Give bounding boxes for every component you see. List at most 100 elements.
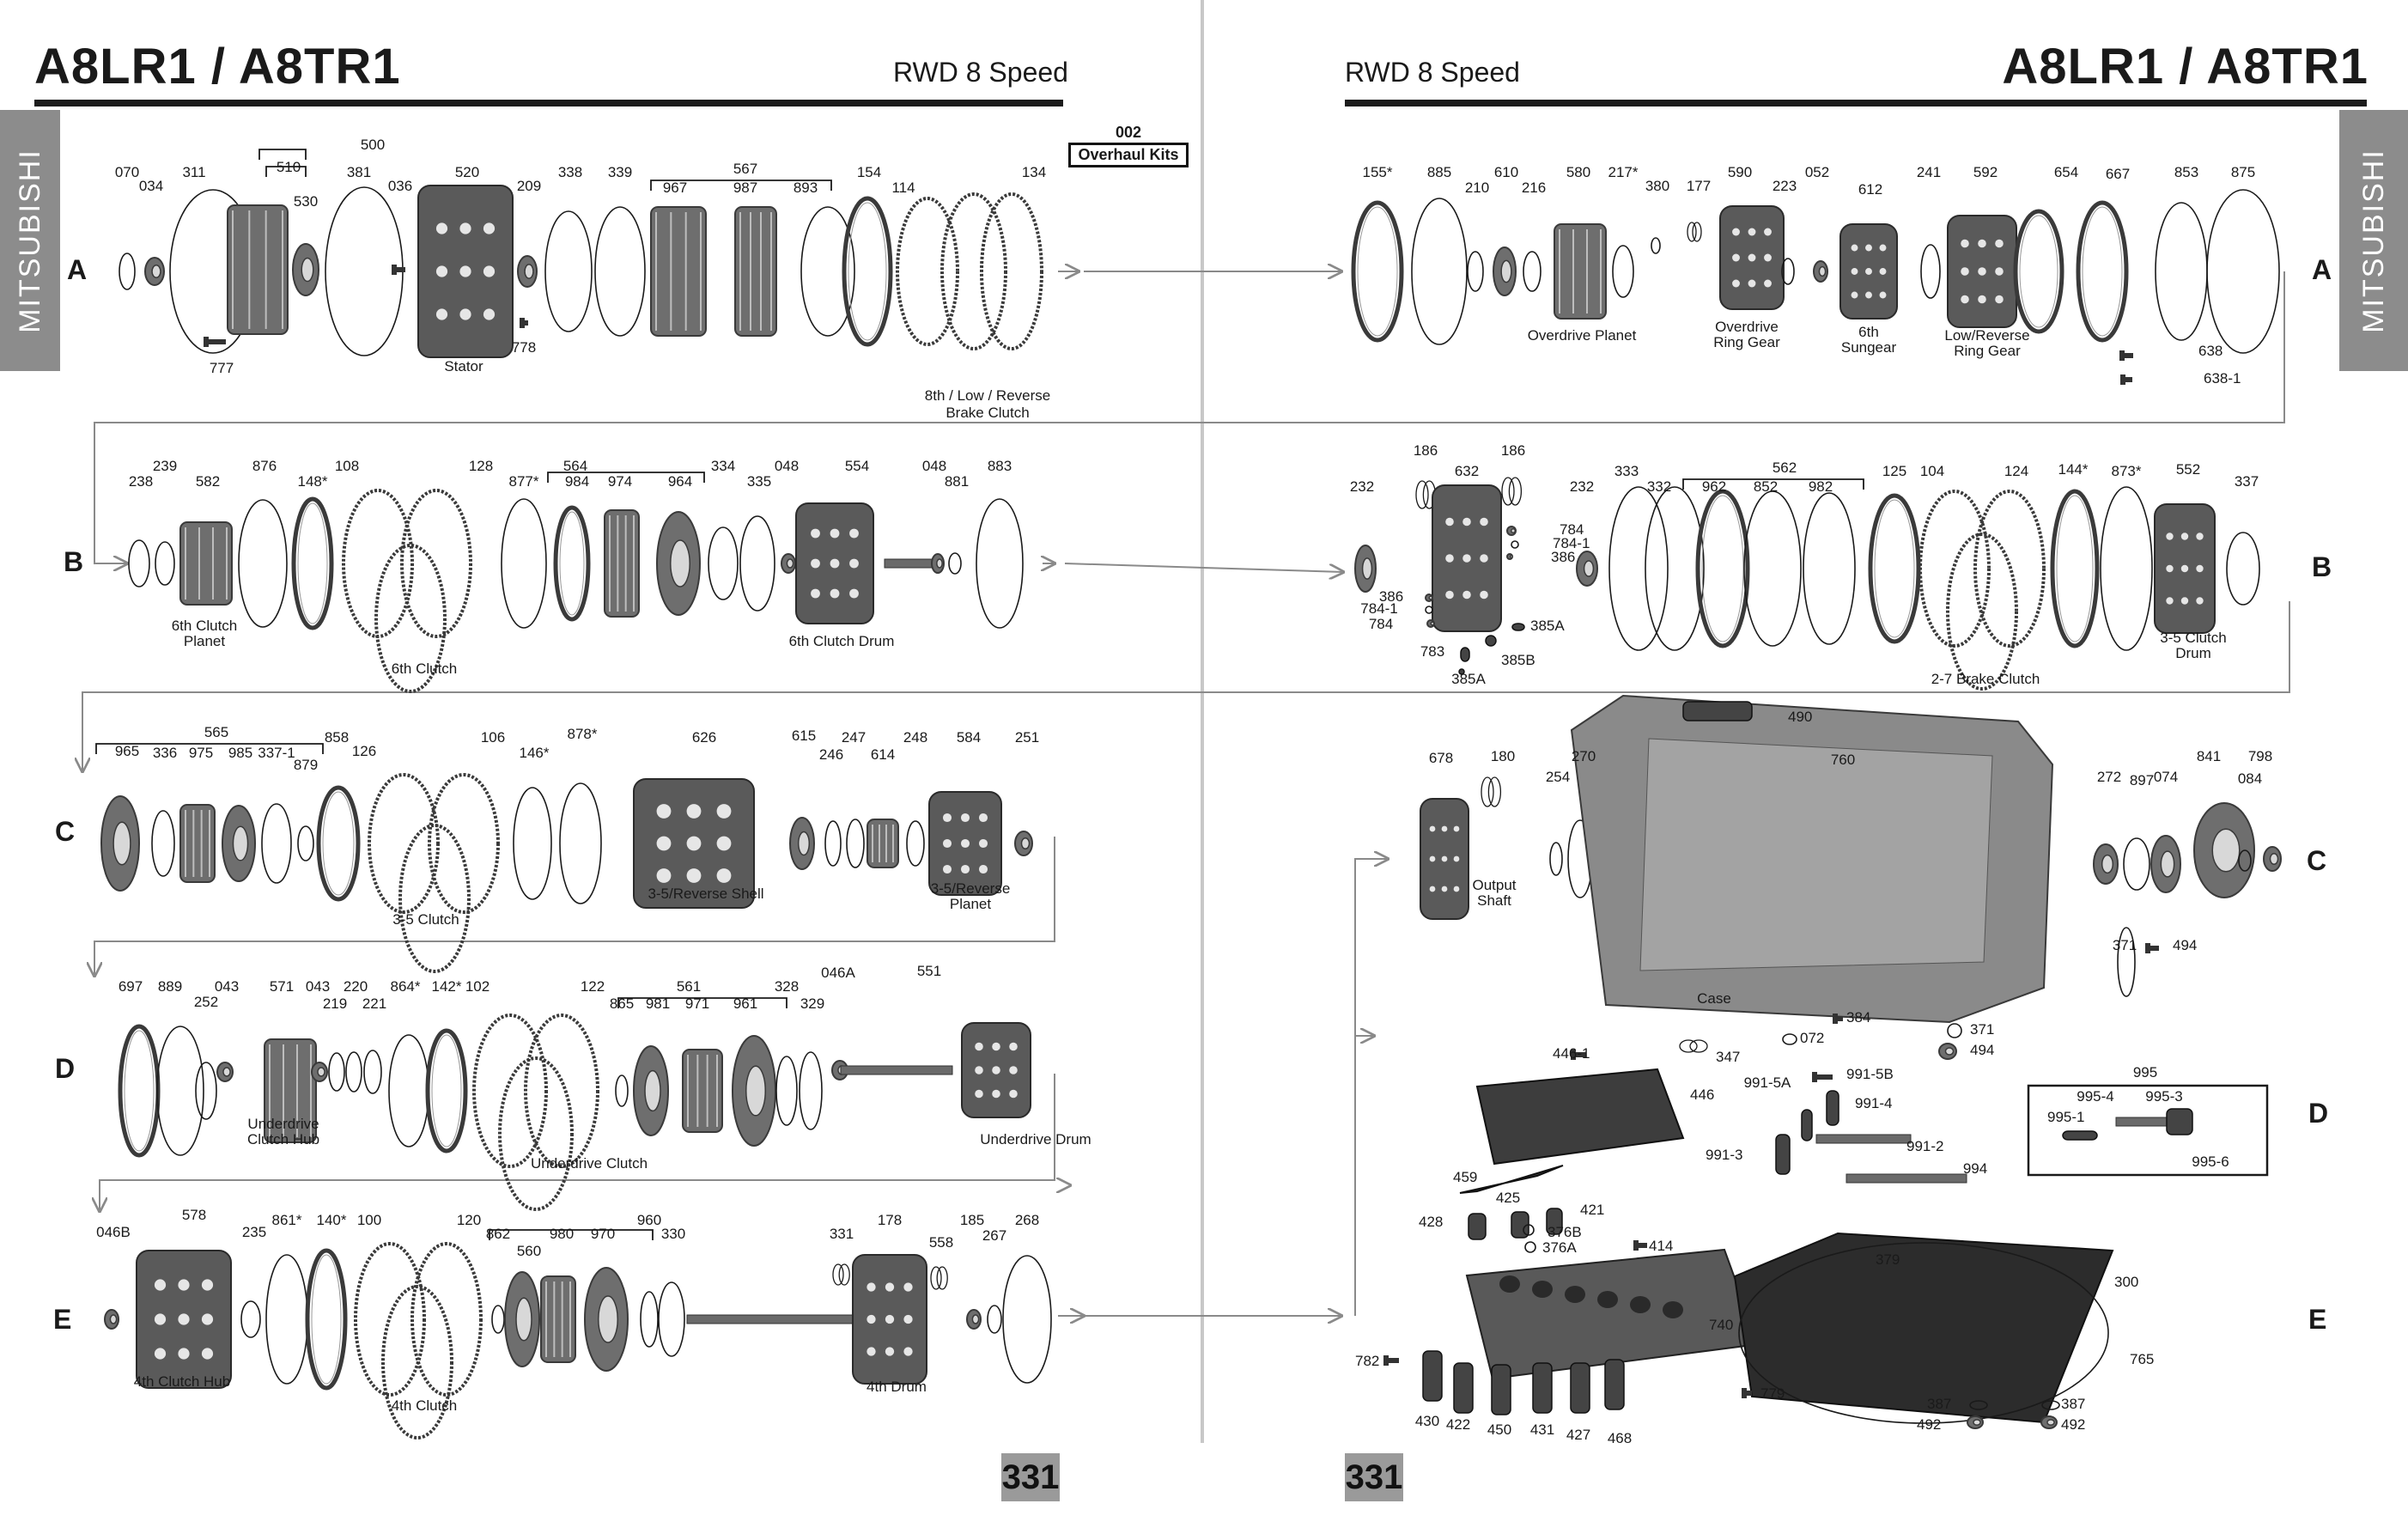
right-b-part-124: [1946, 533, 2018, 691]
flow-e-up: [1354, 1036, 1374, 1316]
left-e-part-046B: [104, 1309, 119, 1330]
right-e-part-782: [1383, 1355, 1399, 1366]
left-c-part-626: [633, 778, 755, 909]
right-a-caption-0: Overdrive Planet: [1528, 327, 1637, 344]
right-d-part-991-3: [1775, 1134, 1791, 1175]
flow-c-right: [1354, 859, 1388, 1036]
left-b-part-148star: [291, 496, 334, 630]
right-a-label-15: 654: [2054, 164, 2078, 180]
left-e-label-19: 894: [0, 0, 12, 3]
left-d-label-9: 864*: [391, 978, 421, 995]
left-e-caption-2: 4th Drum: [867, 1379, 927, 1395]
flow-lines: [82, 271, 2290, 1316]
right-b-part-144star: [2050, 489, 2100, 648]
right-b-label-13: 385A: [1451, 671, 1486, 687]
right-d-part-384: [1833, 1014, 1843, 1024]
page-title-left: A8LR1 / A8TR1: [34, 39, 401, 94]
left-d-part-551: [840, 1065, 953, 1075]
right-a-part-610: [1493, 247, 1517, 296]
left-d-label-15: 981: [646, 995, 670, 1012]
left-b-label-14: 048: [775, 458, 799, 474]
right-e-label-2: 421: [1580, 1202, 1604, 1218]
left-a-label-16: 154: [857, 164, 881, 180]
left-b-part-883: [976, 498, 1024, 629]
left-a-part-114: [896, 197, 959, 346]
left-d-label-12: 122: [581, 978, 605, 995]
right-d-part-991-4: [1826, 1090, 1839, 1126]
right-a-label-20: 638-1: [2204, 370, 2241, 387]
right-b-label-8: 784-1: [1360, 600, 1397, 617]
right-c-label-7: 897: [2130, 772, 2154, 788]
left-a-part-893: [800, 206, 855, 337]
left-c-label-1: 965: [115, 743, 139, 759]
left-a-label-15: 893: [794, 180, 818, 196]
right-a-label-9: 590: [1728, 164, 1752, 180]
left-a-label-17: 114: [891, 180, 915, 196]
right-c-part-494: [2145, 943, 2159, 953]
left-a-label-12: 567: [733, 161, 757, 177]
right-c-caption-1: Shaft: [1477, 892, 1511, 909]
left-d-label-14: 865: [610, 995, 634, 1012]
row-letter-d-right: D: [2308, 1098, 2329, 1129]
right-b-part-232: [1576, 551, 1598, 587]
left-a-part-209: [517, 255, 538, 288]
left-e-label-8: 560: [517, 1243, 541, 1259]
left-d-label-20: 046A: [821, 965, 855, 981]
left-c-label-11: 878*: [568, 726, 598, 742]
left-b-label-10: 974: [608, 473, 632, 490]
page-title-right: A8LR1 / A8TR1: [2002, 39, 2368, 94]
right-a-caption-1: Overdrive: [1715, 319, 1779, 335]
right-a-label-17: 853: [2174, 164, 2198, 180]
left-a-part-987: [734, 206, 777, 337]
left-e-part-970: [540, 1275, 576, 1363]
left-c-label-15: 247: [842, 729, 866, 746]
left-e-label-18: 268: [1015, 1212, 1039, 1228]
right-d-label-11: 991-2: [1906, 1138, 1943, 1154]
left-e-label-9: 980: [550, 1226, 574, 1242]
left-a-part-134: [980, 192, 1043, 350]
right-a-part-590: [1719, 205, 1785, 310]
left-e-bracket-560: [489, 1229, 654, 1240]
left-c-part-248: [906, 820, 925, 867]
right-c-part-897: [2123, 837, 2150, 891]
left-e-label-15: 558: [929, 1234, 953, 1251]
right-d-box-label-0: 995: [2133, 1064, 2157, 1080]
left-b-label-6: 128: [469, 458, 493, 474]
left-a-label-2: 311: [182, 164, 205, 180]
left-d-part-122: [472, 1014, 548, 1168]
left-c-part-247: [846, 819, 865, 868]
left-b-part-974: [604, 509, 640, 618]
left-d-label-6: 219: [323, 995, 347, 1012]
right-b-part-784-1: [1511, 540, 1519, 549]
left-d-part-142star: [425, 1028, 468, 1154]
right-b-part-632: [1432, 484, 1502, 632]
left-c-part-106: [398, 824, 471, 973]
left-c-caption-1: 3-5/Reverse Shell: [648, 886, 763, 902]
left-e-part-558: [852, 1254, 927, 1385]
left-a-label-7: 036: [388, 178, 412, 194]
right-d-box-part-995-3: [2166, 1108, 2193, 1135]
page-number-left: 331: [1001, 1453, 1060, 1501]
left-a-part-510: [227, 204, 289, 335]
left-c-label-19: 251: [1015, 729, 1039, 746]
left-e-label-7: 862: [486, 1226, 510, 1242]
right-b-part-104: [1918, 490, 1991, 648]
left-d-label-8: 221: [362, 995, 386, 1012]
right-b-label-24: 144*: [2058, 461, 2089, 478]
row-letter-e-left: E: [53, 1304, 72, 1335]
left-d-caption-0: Underdrive: [247, 1116, 319, 1132]
right-b-label-1: 186: [1414, 442, 1438, 459]
right-c-label-9: 841: [2197, 748, 2221, 764]
left-a-part-339: [594, 206, 646, 337]
left-b-part-881: [948, 552, 962, 575]
right-c-part-180: [1481, 776, 1502, 807]
left-b-part-335: [739, 515, 775, 612]
left-e-label-16: 185: [960, 1212, 984, 1228]
right-a-part-580: [1554, 223, 1607, 320]
left-c-label-3: 975: [189, 745, 213, 761]
right-c-label-11: 084: [2238, 770, 2262, 787]
left-b-label-13: 335: [747, 473, 771, 490]
